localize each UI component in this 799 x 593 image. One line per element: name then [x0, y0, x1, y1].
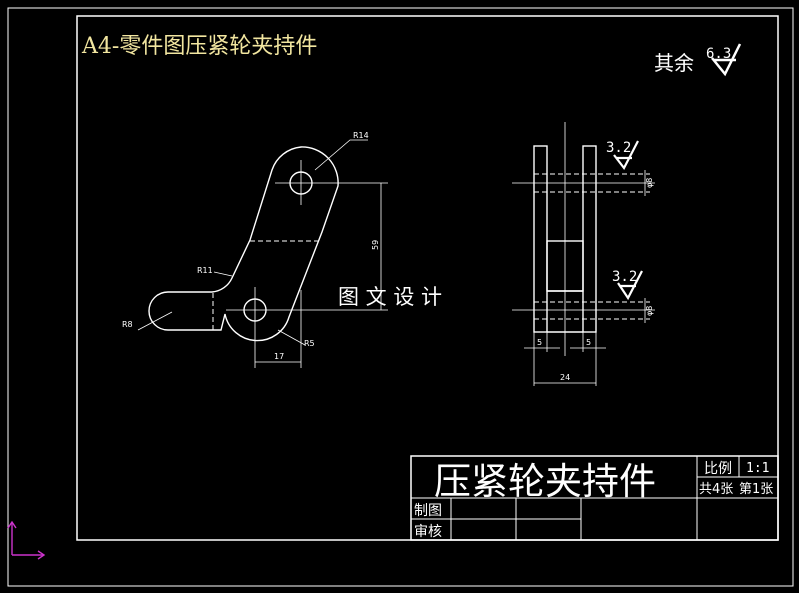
side-right-plate [582, 145, 597, 333]
leader-r8 [137, 311, 173, 331]
leader-r14 [314, 139, 368, 171]
title-block [410, 455, 779, 541]
dim-r11: R11 [197, 266, 213, 275]
dim-r8: R8 [122, 320, 133, 329]
sheet-index: 第1张 [739, 482, 773, 497]
sheet-title: A4-零件图压紧轮夹持件 [81, 34, 317, 59]
side-finish-lower: 3.2 [612, 269, 637, 285]
scale-label: 比例 [704, 461, 732, 477]
dim-r5: R5 [304, 339, 315, 348]
side-finish-upper: 3.2 [606, 140, 631, 156]
side-left-plate [533, 145, 548, 333]
watermark-text: 图 文 设 计 [338, 285, 442, 309]
general-surface-finish: 其余 6.3 [654, 43, 742, 77]
leader-r5 [277, 329, 306, 346]
front-view-outline [148, 146, 339, 342]
sheets-total: 共4张 [699, 482, 733, 497]
dim-59: 59 [371, 240, 380, 250]
title-block-texts: 压紧轮夹持件 比例 1:1 共4张 第1张 制图 审核 [414, 460, 773, 540]
checked-by-label: 审核 [414, 524, 442, 540]
front-view-dim-texts: R14 R11 R8 R5 17 59 [122, 131, 380, 361]
inner-border [76, 15, 779, 541]
dim-phi-upper: φ8 [645, 178, 654, 188]
dim-r14: R14 [353, 131, 369, 140]
scale-value: 1:1 [746, 461, 769, 476]
dim-phi-lower: φ8 [645, 306, 654, 316]
side-view-dim-texts: 3.2 3.2 φ8 φ8 5 5 24 [537, 140, 654, 382]
drawn-by-label: 制图 [414, 503, 442, 519]
side-view [512, 122, 655, 386]
roughness-symbol-icon [711, 43, 742, 77]
dim-width-right: 5 [586, 338, 591, 347]
front-view [137, 139, 388, 368]
part-name: 压紧轮夹持件 [434, 460, 656, 503]
leader-r11 [213, 271, 233, 277]
general-finish-prefix: 其余 [654, 51, 694, 75]
roughness-symbol-upper-icon [613, 140, 639, 171]
roughness-symbol-lower-icon [617, 270, 643, 301]
outer-border [7, 7, 794, 587]
ucs-axis-icon[interactable] [7, 520, 46, 560]
dim-width-total: 24 [560, 373, 570, 382]
dim-width-left: 5 [537, 338, 542, 347]
dim-17: 17 [274, 352, 284, 361]
